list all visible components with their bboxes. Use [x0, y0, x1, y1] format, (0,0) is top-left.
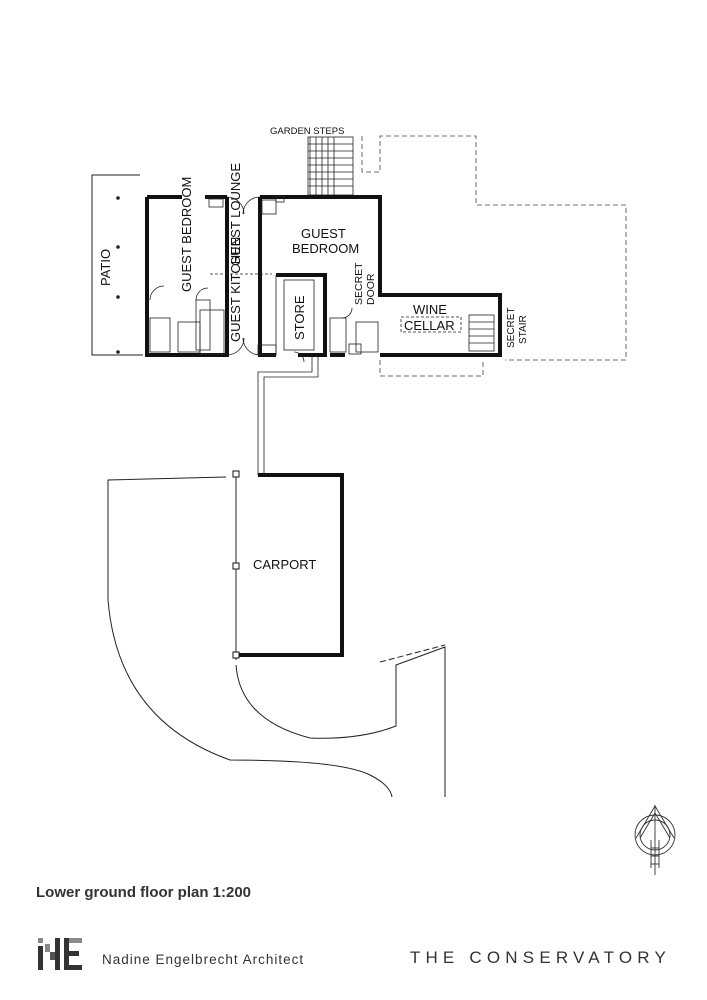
plan-caption: Lower ground floor plan 1:200 [36, 884, 252, 901]
guest-bedroom-right-label-line1: GUEST [301, 226, 346, 241]
project-title: THE CONSERVATORY [409, 948, 671, 967]
site-lines [107, 476, 446, 798]
garden-steps-label: GARDEN STEPS [270, 126, 344, 137]
guest-lounge-label: GUEST LOUNGE [228, 163, 243, 266]
secret-door-label-line1: SECRET [353, 262, 365, 305]
guest-bedroom-right-label-line2: BEDROOM [292, 241, 359, 256]
north-arrow-icon [634, 805, 676, 875]
secret-stair-label-line1: SECRET [506, 307, 517, 348]
upper-level-outline [361, 135, 627, 377]
wine-cellar-label-line1: WINE [413, 302, 447, 317]
door-swings [149, 196, 353, 363]
garden-steps [307, 136, 354, 196]
secret-stair-label-line2: STAIR [518, 315, 529, 344]
carport-walls [232, 470, 344, 660]
secret-door-label-line2: DOOR [365, 273, 377, 305]
carport-path [257, 356, 319, 475]
carport-label: CARPORT [253, 557, 316, 572]
store-label: STORE [292, 295, 307, 340]
guest-kitchen-label: GUEST KITCHEN [228, 237, 243, 342]
patio-label: PATIO [98, 249, 113, 286]
guest-bedroom-left-label: GUEST BEDROOM [179, 177, 194, 292]
architect-name: Nadine Engelbrecht Architect [102, 952, 305, 967]
wine-cellar-label-line2: CELLAR [404, 318, 455, 333]
interior-lines [149, 195, 495, 356]
ne-logo-icon [38, 938, 82, 970]
patio-outline [91, 174, 143, 356]
